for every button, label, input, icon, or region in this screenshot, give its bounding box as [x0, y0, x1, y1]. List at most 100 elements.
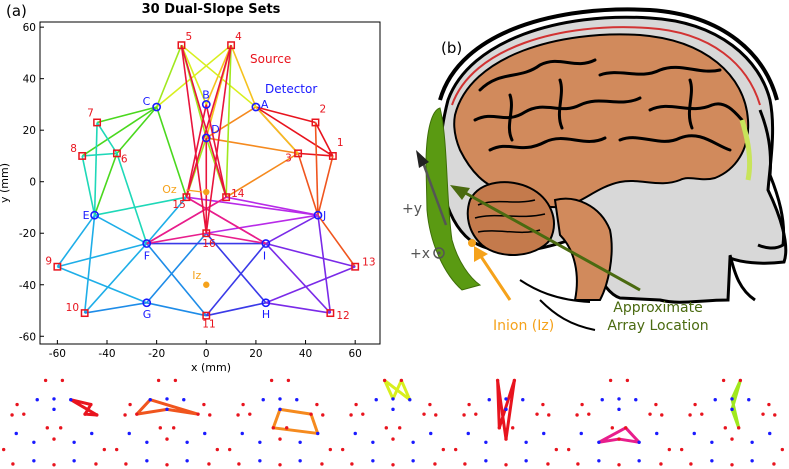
detector-id-label: G	[143, 308, 152, 321]
connection-line	[81, 106, 158, 157]
connection-line	[155, 106, 188, 198]
thumbnail-detector-dot	[32, 459, 36, 463]
thumbnail-source-dot	[135, 412, 139, 416]
detector-id-label: B	[202, 88, 210, 101]
source-id-label: 15	[172, 199, 185, 211]
thumbnail-source-dot	[721, 378, 726, 383]
connection-line	[255, 106, 334, 157]
thumbnail-detector-dot	[637, 459, 641, 463]
thumbnail-detector-dot	[298, 459, 302, 463]
array-arrowhead	[450, 185, 470, 200]
thumbnail-detector-dot	[730, 407, 734, 412]
connection-line	[57, 242, 147, 268]
source-id-label: 13	[362, 257, 375, 269]
thumbnail-source-dot	[59, 426, 63, 430]
thumbnail-source-dot	[286, 378, 291, 383]
thumbnail-source-dot	[361, 412, 365, 416]
thumbnail-source-dot	[89, 402, 93, 407]
thumbnail-source-dot	[278, 463, 282, 467]
connection-line	[93, 153, 118, 216]
connection-line	[155, 44, 183, 108]
thumbnail-source-dot	[52, 437, 56, 441]
thumbnail-source-dot	[767, 402, 771, 407]
thumbnail-1	[1, 378, 107, 467]
source-id-label: 6	[121, 153, 128, 165]
x-tick-label: 40	[299, 348, 312, 360]
thumbnail-source-dot	[617, 437, 621, 441]
thumbnail-source-dot	[165, 463, 169, 467]
thumbnail-detector-dot	[524, 459, 528, 463]
iz-label: Iz	[192, 269, 201, 282]
source-marker	[222, 193, 231, 202]
thumbnail-source-dot	[15, 402, 19, 407]
source-marker	[182, 193, 191, 202]
connection-line	[84, 243, 148, 314]
thumbnail-detector-dot	[261, 397, 265, 402]
connection-line	[56, 214, 96, 268]
thumbnail-source-dot	[474, 412, 478, 416]
detector-id-label: J	[322, 209, 326, 222]
inion-arrowhead	[474, 246, 488, 262]
thumbnail-source-dot	[102, 447, 107, 452]
y-tick-label: 0	[29, 177, 36, 189]
nose-tissue	[739, 119, 753, 181]
thumbnail-source-dot	[576, 462, 580, 466]
thumbnail-source-dot	[422, 412, 426, 416]
thumbnail-detector-dot	[391, 407, 395, 412]
thumbnail-source-dot	[285, 426, 289, 430]
thumbnail-source-dot	[659, 462, 663, 466]
source-id-label: 11	[202, 319, 215, 331]
source-marker	[202, 229, 211, 238]
thumbnail-source-dot	[504, 437, 508, 441]
thumbnail-source-dot	[382, 378, 387, 383]
thumbnail-source-dot	[11, 462, 15, 466]
connection-line	[84, 301, 147, 314]
detector-marker	[142, 298, 152, 308]
thumbnail-detector-dot	[487, 397, 491, 402]
detector-marker	[261, 239, 271, 248]
connection-line	[96, 106, 157, 124]
source-marker	[326, 309, 335, 318]
connection-line	[146, 302, 207, 317]
thumbnail-source-dot	[315, 402, 319, 407]
thumbnail-detector-dot	[72, 440, 76, 444]
thumbnail-detector-dot	[203, 431, 207, 436]
thumbnail-detector-dot	[182, 397, 186, 402]
thumbnail-source-dot	[495, 378, 500, 383]
thumbnail-detector-dot	[298, 440, 302, 444]
source-marker	[328, 152, 337, 160]
thumbnail-detector-dot	[240, 431, 244, 436]
thumbnail-source-dot	[248, 412, 252, 416]
thumbnail-detector-dot	[165, 407, 169, 412]
connection-line	[298, 152, 333, 157]
oz-pointer	[186, 189, 203, 193]
thumbnail-detector-dot	[579, 431, 583, 436]
thumbnail-source-dot	[123, 413, 127, 417]
thumbnail-source-dot	[124, 462, 128, 466]
connection-line	[146, 243, 207, 317]
thumbnail-source-dot	[384, 426, 388, 430]
thumbnail-source-dot	[541, 402, 545, 407]
thumbnail-detector-dot	[504, 397, 508, 401]
scalp-line	[438, 7, 779, 101]
source-legend-label: Source	[250, 52, 291, 66]
connection-line	[225, 45, 232, 198]
thumbnail-set-shape	[383, 378, 412, 402]
thumbnail-source-dot	[688, 413, 692, 417]
thumbnail-detector-dot	[35, 397, 39, 402]
x-tick-label: -60	[49, 348, 66, 360]
thumbnail-source-dot	[654, 402, 658, 407]
thumbnail-source-dot	[625, 378, 630, 383]
thumbnail-source-dot	[462, 413, 466, 417]
connection-line	[180, 45, 208, 234]
source-marker	[202, 311, 211, 320]
detector-marker	[251, 102, 261, 112]
y-tick-label: 20	[23, 125, 36, 137]
thumbnail-detector-dot	[165, 397, 169, 401]
thumbnail-detector-dot	[185, 440, 189, 444]
source-id-label: 8	[70, 143, 77, 155]
x-tick-label: -20	[148, 348, 165, 360]
thumbnail-source-dot	[60, 378, 65, 383]
thumbnail-source-dot	[648, 412, 652, 416]
connection-line	[265, 265, 356, 304]
